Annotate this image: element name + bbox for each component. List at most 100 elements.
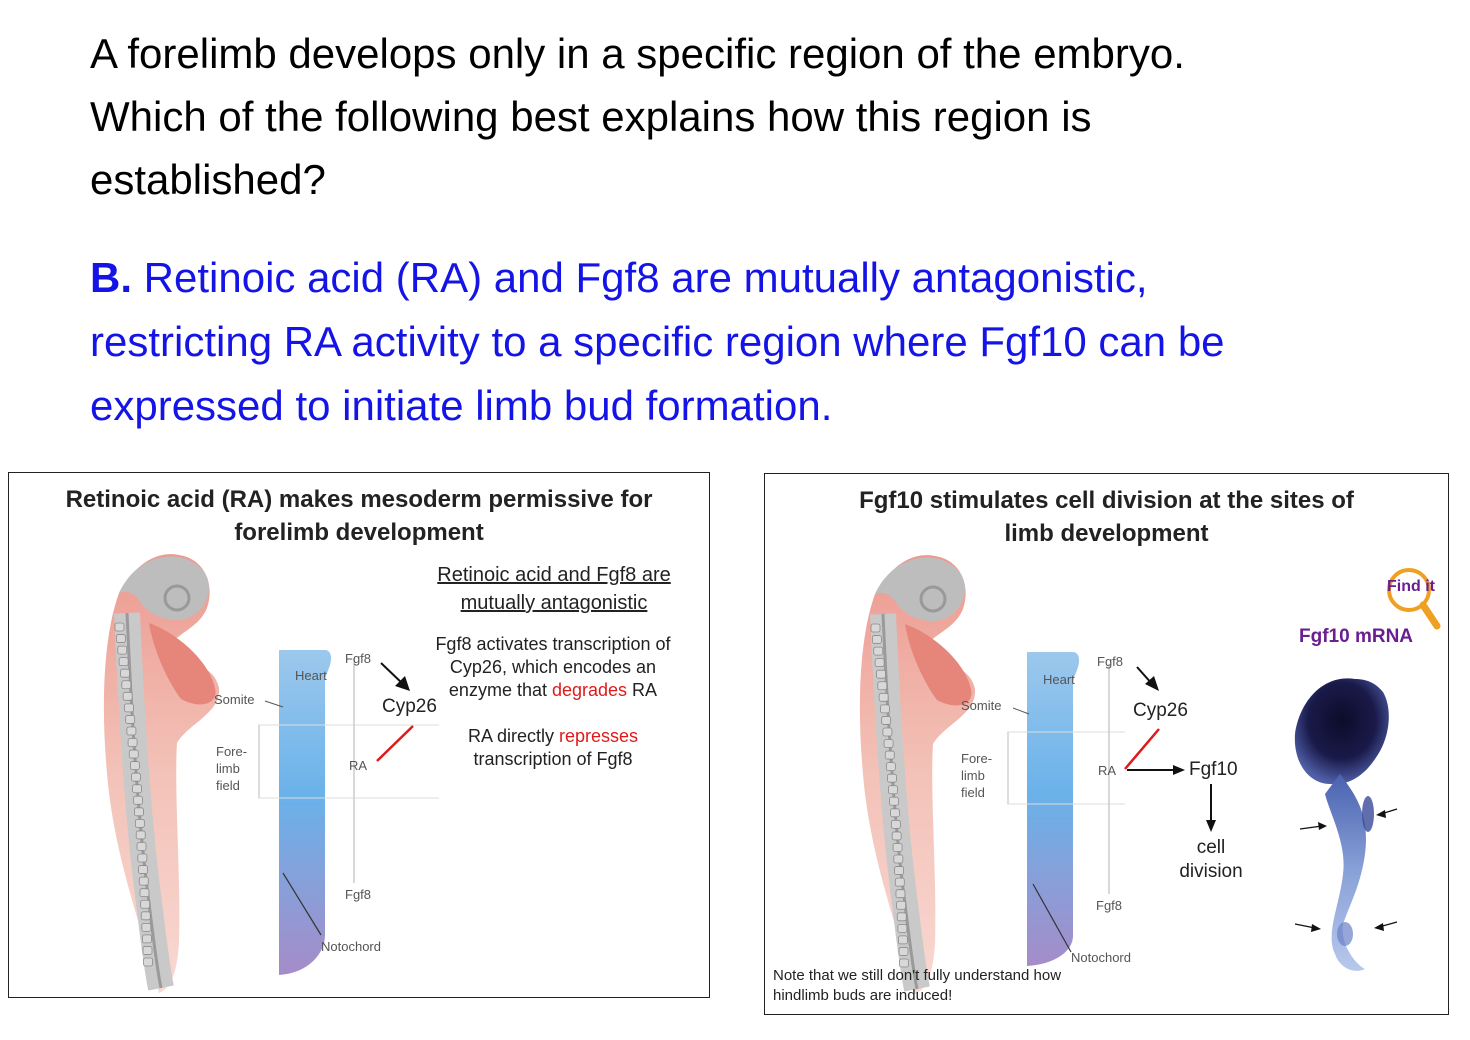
label-ra: RA	[349, 758, 368, 773]
answer-line-1-text: Retinoic acid (RA) and Fgf8 are mutually…	[132, 254, 1148, 301]
somite	[138, 865, 148, 874]
question-line-2: Which of the following best explains how…	[90, 93, 1092, 140]
ra-fgf10-arrowhead	[1173, 765, 1185, 775]
somite	[115, 634, 126, 643]
fgf8-note-line-3-pre: enzyme that	[448, 680, 552, 700]
label-fgf10: Fgf10	[1189, 759, 1238, 780]
somite	[132, 784, 142, 794]
magnifier-ring	[1387, 568, 1431, 612]
somite	[880, 704, 890, 714]
label-notochord: Notochord	[1071, 950, 1131, 965]
somite	[138, 876, 149, 886]
fgf10-panel: Fgf10 stimulates cell division at the si…	[764, 473, 1449, 1015]
somite	[142, 946, 153, 955]
somite	[885, 762, 896, 772]
fgf10-panel-title-line-2: limb development	[1004, 520, 1209, 547]
ra-panel: Retinoic acid (RA) makes mesoderm permis…	[8, 472, 710, 998]
somite	[891, 831, 902, 841]
label-field: field	[961, 785, 985, 800]
fgf8-note-line-2: Cyp26, which encodes an	[449, 657, 657, 677]
label-field: field	[216, 778, 240, 793]
embryo-body	[859, 555, 976, 994]
hindlimb-note-line-1: Note that we still don't fully understan…	[773, 967, 1062, 984]
forelimb-field-bracket	[1007, 731, 1020, 805]
somite	[884, 750, 895, 760]
somite	[140, 899, 151, 909]
label-heart: Heart	[1043, 672, 1075, 687]
cyp26-ra-inhibition	[376, 725, 414, 762]
somite	[896, 900, 907, 910]
somite	[881, 716, 892, 725]
embryo-heart-bulge	[149, 623, 216, 705]
label-heart: Heart	[295, 668, 327, 683]
fgf10-division-arrowhead	[1206, 820, 1216, 832]
somite	[894, 877, 905, 887]
ra-panel-title-line-2: forelimb development	[234, 519, 484, 546]
label-cyp26: Cyp26	[382, 696, 437, 717]
label-forelimb-field: Fore- limb field	[961, 750, 992, 801]
somite	[893, 854, 904, 864]
somite	[127, 738, 138, 747]
somite	[882, 727, 893, 737]
somite	[889, 796, 899, 806]
somite	[890, 819, 901, 829]
label-fgf8-top: Fgf8	[345, 651, 372, 666]
label-fore: Fore-	[216, 744, 248, 759]
somite	[143, 957, 153, 967]
fgf8-note-line-3: enzyme that degrades RA	[413, 679, 693, 702]
somite	[896, 912, 907, 922]
question-text: A forelimb develops only in a specific r…	[90, 22, 1390, 211]
label-somite: Somite	[214, 692, 255, 707]
label-limb: limb	[961, 768, 985, 783]
fgf10-embryo-diagram	[859, 555, 1441, 994]
antagonism-heading-line-2: mutually antagonistic	[460, 592, 648, 614]
embryo-eye	[919, 585, 947, 613]
somite	[887, 773, 897, 783]
somite	[876, 669, 886, 679]
stain-arrow-left-upper	[1299, 825, 1323, 830]
somite	[898, 947, 909, 956]
somite	[122, 691, 133, 701]
somite-pointer	[1012, 707, 1030, 715]
somite	[118, 657, 129, 667]
ra-note-line-1-pre: RA directly	[467, 726, 559, 746]
somite	[898, 935, 908, 945]
fgf8-cyp26-arrowhead	[1145, 676, 1159, 691]
mesoderm-bar	[279, 650, 332, 975]
answer-line-1: B. Retinoic acid (RA) and Fgf8 are mutua…	[90, 246, 1410, 310]
fgf10-in-situ-image	[1294, 678, 1398, 971]
stain-arrowhead-right-lower	[1374, 923, 1384, 931]
label-forelimb-field: Fore- limb field	[216, 743, 247, 794]
somite	[888, 785, 898, 795]
antagonism-heading: Retinoic acid and Fgf8 are mutually anta…	[409, 561, 699, 617]
somite	[128, 749, 139, 759]
fgf10-mrna-label: Fgf10 mRNA	[1299, 626, 1414, 647]
somite	[133, 795, 143, 805]
label-limb: limb	[216, 761, 240, 776]
somite	[114, 622, 125, 632]
stain-arrowhead-left-upper	[1318, 822, 1327, 830]
fgf8-note-line-1: Fgf8 activates transcription of	[435, 634, 671, 654]
somite	[134, 807, 144, 817]
antagonism-heading-line-1: Retinoic acid and Fgf8 are	[437, 564, 671, 586]
find-it-label: Find it	[1387, 578, 1435, 595]
label-cell-division: cell division	[1175, 836, 1247, 884]
notochord-pointer	[282, 872, 322, 936]
somite	[137, 853, 148, 863]
stained-hindlimb-bud	[1337, 922, 1353, 946]
label-ra: RA	[1098, 763, 1117, 778]
stained-trunk	[1325, 774, 1366, 971]
notochord-pointer	[1032, 883, 1072, 953]
label-fgf8-bottom: Fgf8	[345, 887, 372, 902]
somite	[117, 645, 128, 655]
somite	[877, 681, 888, 691]
somite	[141, 922, 152, 932]
somite	[892, 843, 903, 852]
label-notochord: Notochord	[321, 939, 381, 954]
label-somite: Somite	[961, 698, 1002, 713]
mesoderm-bar	[1027, 652, 1080, 966]
fgf8-note-line-3-post: RA	[627, 680, 658, 700]
somite	[873, 646, 884, 656]
somite	[134, 818, 145, 828]
embryo-heart-bulge	[905, 624, 972, 706]
